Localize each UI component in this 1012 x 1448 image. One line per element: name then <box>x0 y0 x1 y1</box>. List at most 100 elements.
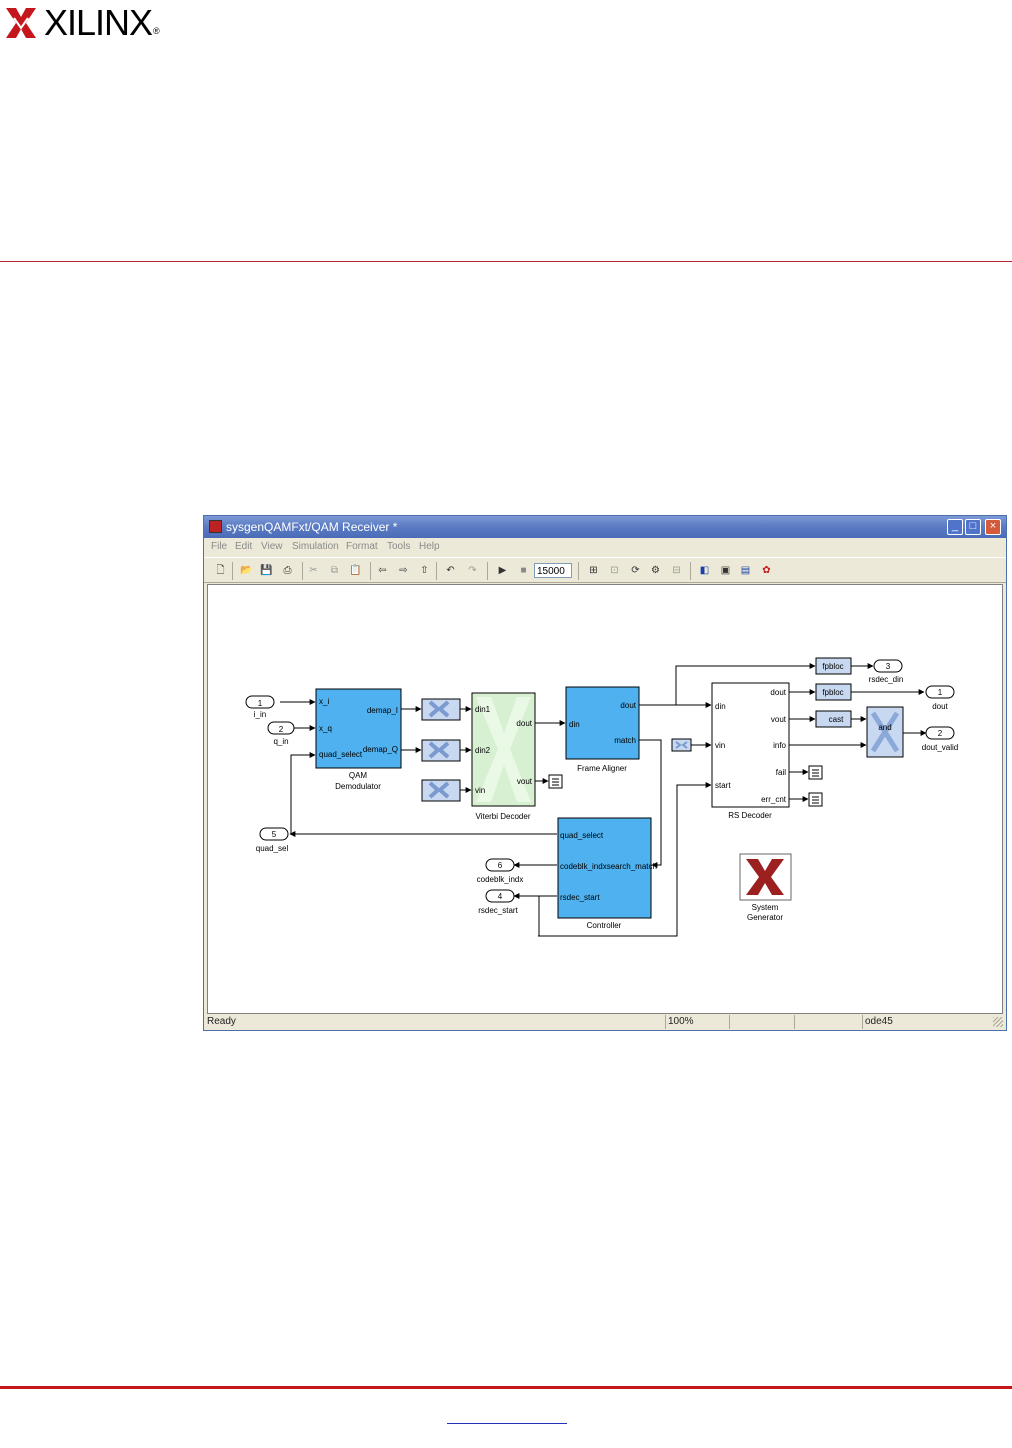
resize-grip-icon[interactable] <box>993 1017 1003 1027</box>
minimize-button[interactable]: _ <box>947 519 963 535</box>
frame-out-match: match <box>614 736 636 745</box>
forward-icon[interactable]: ⇨ <box>399 565 408 576</box>
title-bar[interactable]: sysgenQAMFxt/QAM Receiver * _ □ × <box>204 516 1006 538</box>
viterbi-decoder-block[interactable]: din1 din2 vin dout vout Viterbi Decoder <box>471 692 536 821</box>
paste-icon[interactable]: 📋 <box>349 565 362 576</box>
redo-icon[interactable]: ↷ <box>468 565 477 576</box>
stop-time-input[interactable]: 15000 <box>534 563 572 578</box>
outport-dout[interactable]: 1 dout <box>925 685 955 711</box>
frame-aligner-block[interactable]: din dout match Frame Aligner <box>565 686 640 773</box>
save-icon[interactable]: 💾 <box>260 565 273 576</box>
window-title: sysgenQAMFxt/QAM Receiver * <box>226 520 398 534</box>
frame-in-din: din <box>569 720 580 729</box>
outport-rsdec-din[interactable]: 3 rsdec_din <box>869 659 904 684</box>
toolbar-separator <box>232 562 233 580</box>
model-advisor-icon[interactable]: ▣ <box>720 565 731 576</box>
ctrl-codeblk-indx-search-match: codeblk_indxsearch_match <box>560 862 657 871</box>
footer-link[interactable] <box>447 1418 567 1424</box>
model-canvas[interactable]: 1 i_in 2 q_in x_i x_q quad_select demap_… <box>207 584 1003 1014</box>
status-solver: ode45 <box>865 1016 893 1027</box>
outport-rsdec-start[interactable]: 4 rsdec_start <box>478 889 519 915</box>
cast-block[interactable]: cast <box>815 710 852 728</box>
port-label: q_in <box>273 737 288 746</box>
terminator-rs-fail[interactable] <box>808 765 823 780</box>
menu-tools[interactable]: Tools <box>387 541 411 552</box>
header-rule <box>0 261 1012 262</box>
qam-in-x-q: x_q <box>319 724 332 733</box>
and-label: and <box>878 723 891 732</box>
refresh-icon[interactable]: ⊟ <box>672 565 681 576</box>
build-icon[interactable]: ⚙ <box>651 565 660 576</box>
qam-out-demap-i: demap_I <box>367 706 398 715</box>
rs-vin-constant[interactable] <box>671 738 692 752</box>
port-number: 1 <box>938 688 943 697</box>
print-icon[interactable]: ⎙ <box>283 565 292 576</box>
gateway-out-dout[interactable]: fpbloc <box>815 683 852 701</box>
cast-label: cast <box>829 715 844 724</box>
menu-help[interactable]: Help <box>419 541 440 552</box>
simulink-model-icon <box>209 520 222 533</box>
constant-block[interactable] <box>421 779 461 802</box>
rs-decoder-block[interactable]: din vin start dout vout info fail err_cn… <box>711 682 790 820</box>
maximize-button[interactable]: □ <box>965 519 981 535</box>
controller-block[interactable]: quad_select codeblk_indxsearch_match rsd… <box>557 817 657 930</box>
qam-name-line1: QAM <box>349 771 368 780</box>
rs-in-din: din <box>715 702 726 711</box>
toolbar-separator <box>578 562 579 580</box>
open-icon[interactable]: 📂 <box>240 565 253 576</box>
debug-icon[interactable]: ⊡ <box>610 565 619 576</box>
block-diagram: 1 i_in 2 q_in x_i x_q quad_select demap_… <box>245 657 958 937</box>
qam-in-x-i: x_i <box>319 697 329 706</box>
system-generator-token[interactable]: System Generator <box>739 853 792 922</box>
copy-icon[interactable]: ⧉ <box>330 565 339 576</box>
rs-out-err-cnt: err_cnt <box>761 795 787 804</box>
viterbi-in-din1: din1 <box>475 705 491 714</box>
back-icon[interactable]: ⇦ <box>378 565 387 576</box>
reinterpret-block-i[interactable] <box>421 698 461 721</box>
menu-simulation[interactable]: Simulation <box>292 541 339 552</box>
qam-name-line2: Demodulator <box>335 782 381 791</box>
new-icon[interactable]: 🗋 <box>216 565 225 576</box>
logical-and-block[interactable]: and <box>866 706 904 758</box>
inport-i-in[interactable]: 1 i_in <box>245 695 275 719</box>
outport-dout-valid[interactable]: 2 dout_valid <box>922 726 958 752</box>
port-number: 4 <box>498 892 503 901</box>
viterbi-out-dout: dout <box>516 719 532 728</box>
qam-demodulator-block[interactable]: x_i x_q quad_select demap_I demap_Q QAM … <box>315 688 402 791</box>
reinterpret-block-q[interactable] <box>421 739 461 762</box>
signal-icon[interactable]: ▤ <box>740 565 751 576</box>
undo-icon[interactable]: ↶ <box>446 565 455 576</box>
cut-icon[interactable]: ✂ <box>309 565 318 576</box>
up-icon[interactable]: ⇧ <box>420 565 429 576</box>
menu-file[interactable]: File <box>211 541 228 552</box>
port-label: rsdec_start <box>478 906 518 915</box>
terminator-viterbi-vout[interactable] <box>548 774 563 789</box>
port-label: quad_sel <box>256 844 289 853</box>
close-button[interactable]: × <box>985 519 1001 535</box>
inport-q-in[interactable]: 2 q_in <box>267 721 295 746</box>
start-simulation-icon[interactable]: ▶ <box>498 565 507 576</box>
port-number: 1 <box>258 699 263 708</box>
sysgen-label-line2: Generator <box>747 913 783 922</box>
xilinx-mark-icon <box>6 8 36 38</box>
terminator-rs-err-cnt[interactable] <box>808 792 823 807</box>
outport-codeblk-indx[interactable]: 6 codeblk_indx <box>477 858 524 884</box>
menu-format[interactable]: Format <box>346 541 378 552</box>
fpbloc-label: fpbloc <box>822 662 843 671</box>
rs-out-info: info <box>773 741 786 750</box>
update-diagram-icon[interactable]: ⟳ <box>631 565 640 576</box>
port-number: 2 <box>279 725 284 734</box>
menu-edit[interactable]: Edit <box>235 541 253 552</box>
ctrl-quad-select: quad_select <box>560 831 604 840</box>
xilinx-icon[interactable]: ✿ <box>762 565 771 576</box>
gateway-out-rsdec-din[interactable]: fpbloc <box>815 657 852 675</box>
port-label: dout <box>932 702 948 711</box>
model-explorer-icon[interactable]: ⊞ <box>589 565 598 576</box>
library-browser-icon[interactable]: ◧ <box>699 565 710 576</box>
stop-simulation-icon[interactable]: ■ <box>520 565 527 576</box>
menu-view[interactable]: View <box>261 541 283 552</box>
viterbi-in-vin: vin <box>475 786 485 795</box>
ctrl-rsdec-start: rsdec_start <box>560 893 600 902</box>
outport-quad-sel[interactable]: 5 quad_sel <box>256 827 289 853</box>
toolbar-separator <box>690 562 691 580</box>
